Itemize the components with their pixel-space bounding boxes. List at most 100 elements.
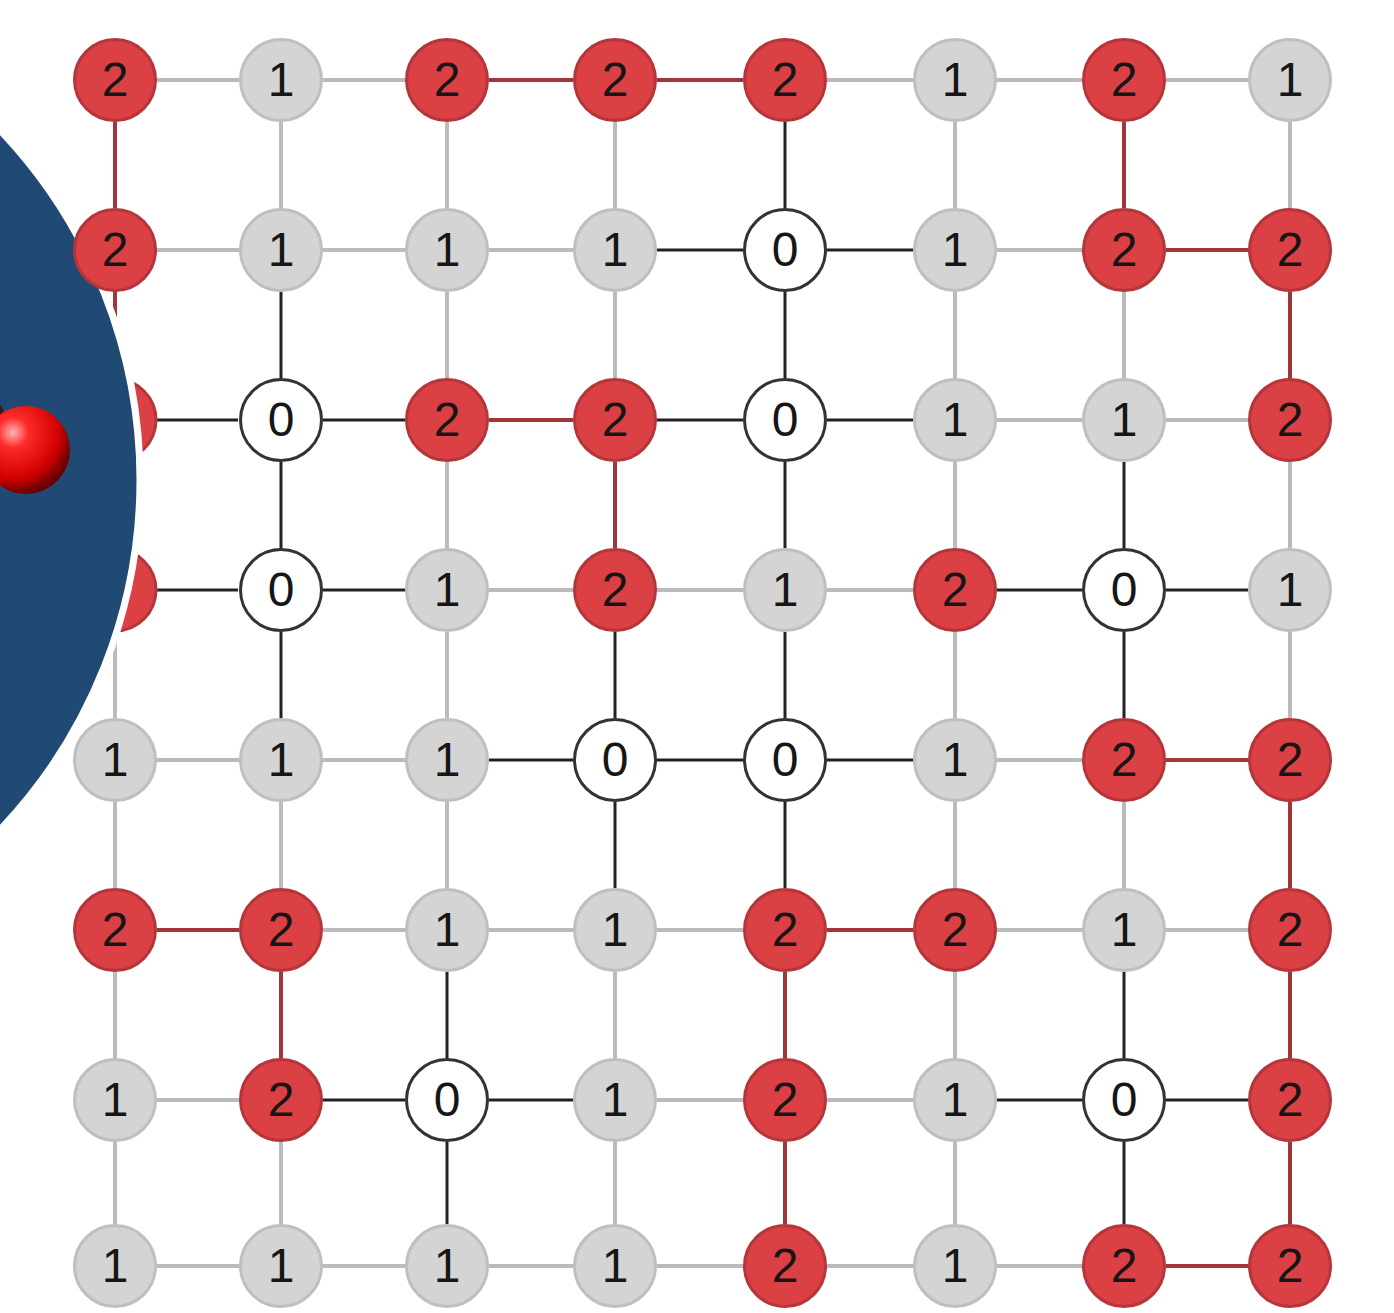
lattice-bond <box>657 759 743 762</box>
site-number: 1 <box>1277 566 1304 614</box>
number-node: 2 <box>239 1058 323 1142</box>
lattice-bond <box>1166 418 1248 422</box>
site-number: 1 <box>602 1076 629 1124</box>
number-node: 2 <box>405 378 489 462</box>
lattice-bond <box>113 802 117 888</box>
lattice-bond <box>445 122 449 208</box>
lattice-bond <box>1122 122 1126 208</box>
lattice-bond <box>827 1264 913 1268</box>
site-number: 2 <box>1277 1076 1304 1124</box>
lattice-bond <box>953 972 957 1058</box>
lattice-bond <box>323 1264 405 1268</box>
site-number: 1 <box>942 736 969 784</box>
number-node: 1 <box>573 888 657 972</box>
lattice-bond <box>827 759 913 762</box>
site-number: 2 <box>1277 906 1304 954</box>
lattice-bond <box>784 292 787 378</box>
lattice-bond <box>784 462 787 548</box>
site-number: 2 <box>772 1076 799 1124</box>
site-number: 1 <box>1277 56 1304 104</box>
site-number: 1 <box>602 906 629 954</box>
lattice-bond <box>489 1264 573 1268</box>
lattice-bond <box>657 78 743 82</box>
site-number: 2 <box>942 906 969 954</box>
lattice-bond <box>997 928 1082 932</box>
number-node: 0 <box>743 378 827 462</box>
site-number: 0 <box>434 1076 461 1124</box>
number-node: 1 <box>405 208 489 292</box>
site-number: 1 <box>772 566 799 614</box>
number-node: 2 <box>1248 888 1332 972</box>
site-number: 1 <box>602 1242 629 1290</box>
site-number: 2 <box>772 1242 799 1290</box>
lattice-bond <box>1166 78 1248 82</box>
lattice-bond <box>489 928 573 932</box>
site-number: 1 <box>1111 906 1138 954</box>
lattice-bond <box>446 972 449 1058</box>
number-node: 2 <box>743 1224 827 1308</box>
lattice-bond <box>783 972 787 1058</box>
lattice-bond <box>613 972 617 1058</box>
site-number: 1 <box>102 736 129 784</box>
lattice-bond <box>827 78 913 82</box>
site-number: 2 <box>772 56 799 104</box>
lattice-bond <box>445 632 449 718</box>
lattice-bond <box>613 1142 617 1224</box>
lattice-bond <box>323 1099 405 1102</box>
lattice-bond <box>1122 802 1126 888</box>
lattice-bond <box>997 1099 1082 1102</box>
site-number: 0 <box>602 736 629 784</box>
site-number: 1 <box>942 396 969 444</box>
lattice-bond <box>489 588 573 592</box>
lattice-bond <box>997 78 1082 82</box>
site-number: 2 <box>102 56 129 104</box>
zoom-disc <box>0 0 140 987</box>
lattice-bond <box>1288 462 1292 548</box>
number-node: 2 <box>573 378 657 462</box>
number-node: 2 <box>913 548 997 632</box>
site-number: 1 <box>602 226 629 274</box>
lattice-bond <box>489 759 573 762</box>
site-number: 0 <box>268 396 295 444</box>
number-node: 2 <box>573 38 657 122</box>
lattice-bond <box>657 928 743 932</box>
number-node: 1 <box>1082 378 1166 462</box>
number-node: 2 <box>1082 718 1166 802</box>
lattice-bond <box>1288 972 1292 1058</box>
lattice-bond <box>1166 589 1248 592</box>
lattice-bond <box>446 1142 449 1224</box>
number-node: 0 <box>239 548 323 632</box>
lattice-bond <box>614 802 617 888</box>
number-node: 2 <box>743 888 827 972</box>
site-number: 2 <box>268 1076 295 1124</box>
site-number: 1 <box>1111 396 1138 444</box>
number-node: 1 <box>573 208 657 292</box>
site-number: 2 <box>1277 226 1304 274</box>
lattice-bond <box>279 122 283 208</box>
site-number: 2 <box>1111 736 1138 784</box>
site-number: 1 <box>434 736 461 784</box>
lattice-bond <box>157 758 239 762</box>
lattice-bond <box>953 632 957 718</box>
lattice-bond <box>1288 122 1292 208</box>
lattice-bond <box>613 122 617 208</box>
lattice-bond <box>279 802 283 888</box>
site-number: 1 <box>942 226 969 274</box>
lattice-bond <box>613 462 617 548</box>
number-node: 2 <box>1248 1224 1332 1308</box>
number-node: 1 <box>913 1058 997 1142</box>
number-node: 0 <box>573 718 657 802</box>
lattice-bond <box>1166 1099 1248 1102</box>
site-number: 2 <box>602 566 629 614</box>
lattice-bond <box>323 78 405 82</box>
number-node: 1 <box>239 208 323 292</box>
site-number: 2 <box>268 906 295 954</box>
number-node: 2 <box>73 208 157 292</box>
lattice-bond <box>997 1264 1082 1268</box>
site-number: 1 <box>268 226 295 274</box>
site-number: 1 <box>434 226 461 274</box>
lattice-bond <box>157 1098 239 1102</box>
site-number: 2 <box>434 56 461 104</box>
site-number: 2 <box>1111 226 1138 274</box>
